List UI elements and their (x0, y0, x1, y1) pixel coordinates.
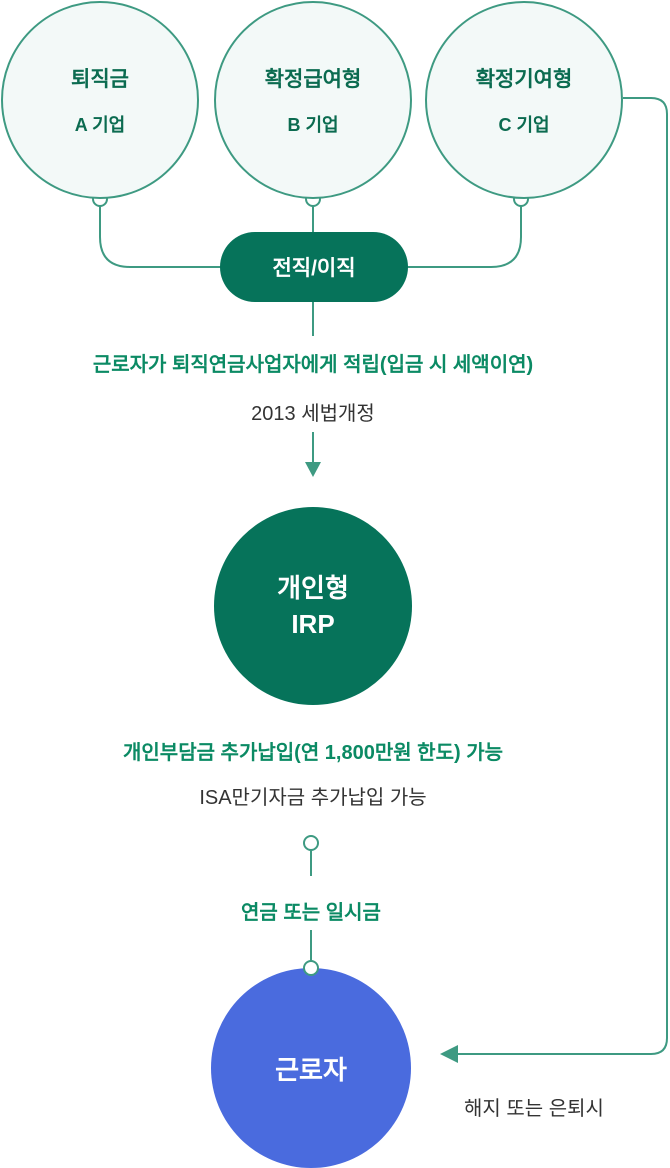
irp-line2: IRP (291, 609, 335, 639)
irp-node: 개인형 IRP (214, 507, 412, 705)
deposit-note: 근로자가 퇴직연금사업자에게 적립(입금 시 세액이연) (92, 354, 534, 376)
connector-termination (455, 97, 668, 1055)
arrow-down-icon (305, 462, 321, 477)
company-title: 확정기여형 (475, 68, 573, 91)
company-sub: B 기업 (287, 115, 339, 135)
company-title: 퇴직금 (71, 68, 129, 91)
payout-label: 연금 또는 일시금 (241, 902, 381, 924)
company-sub: C 기업 (498, 115, 550, 135)
company-sub: A 기업 (74, 115, 126, 135)
extra-contribution-note: 개인부담금 추가납입(연 1,800만원 한도) 가능 (123, 742, 503, 764)
company-a-node: 퇴직금 A 기업 (1, 1, 199, 199)
company-b-node: 확정급여형 B 기업 (214, 1, 412, 199)
isa-note: ISA만기자금 추가납입 가능 (199, 787, 427, 809)
company-title: 확정급여형 (264, 68, 362, 91)
company-c-node: 확정기여형 C 기업 (425, 1, 623, 199)
arrow-left-icon (440, 1045, 458, 1063)
connector-c (406, 205, 522, 268)
transfer-pill: 전직/이직 (220, 232, 408, 302)
worker-node: 근로자 (211, 968, 411, 1168)
node-dot-irp (303, 835, 319, 851)
irp-line1: 개인형 (277, 573, 349, 603)
termination-label: 해지 또는 은퇴시 (464, 1098, 604, 1120)
law-note: 2013 세법개정 (251, 403, 375, 425)
connector-a (99, 205, 222, 268)
